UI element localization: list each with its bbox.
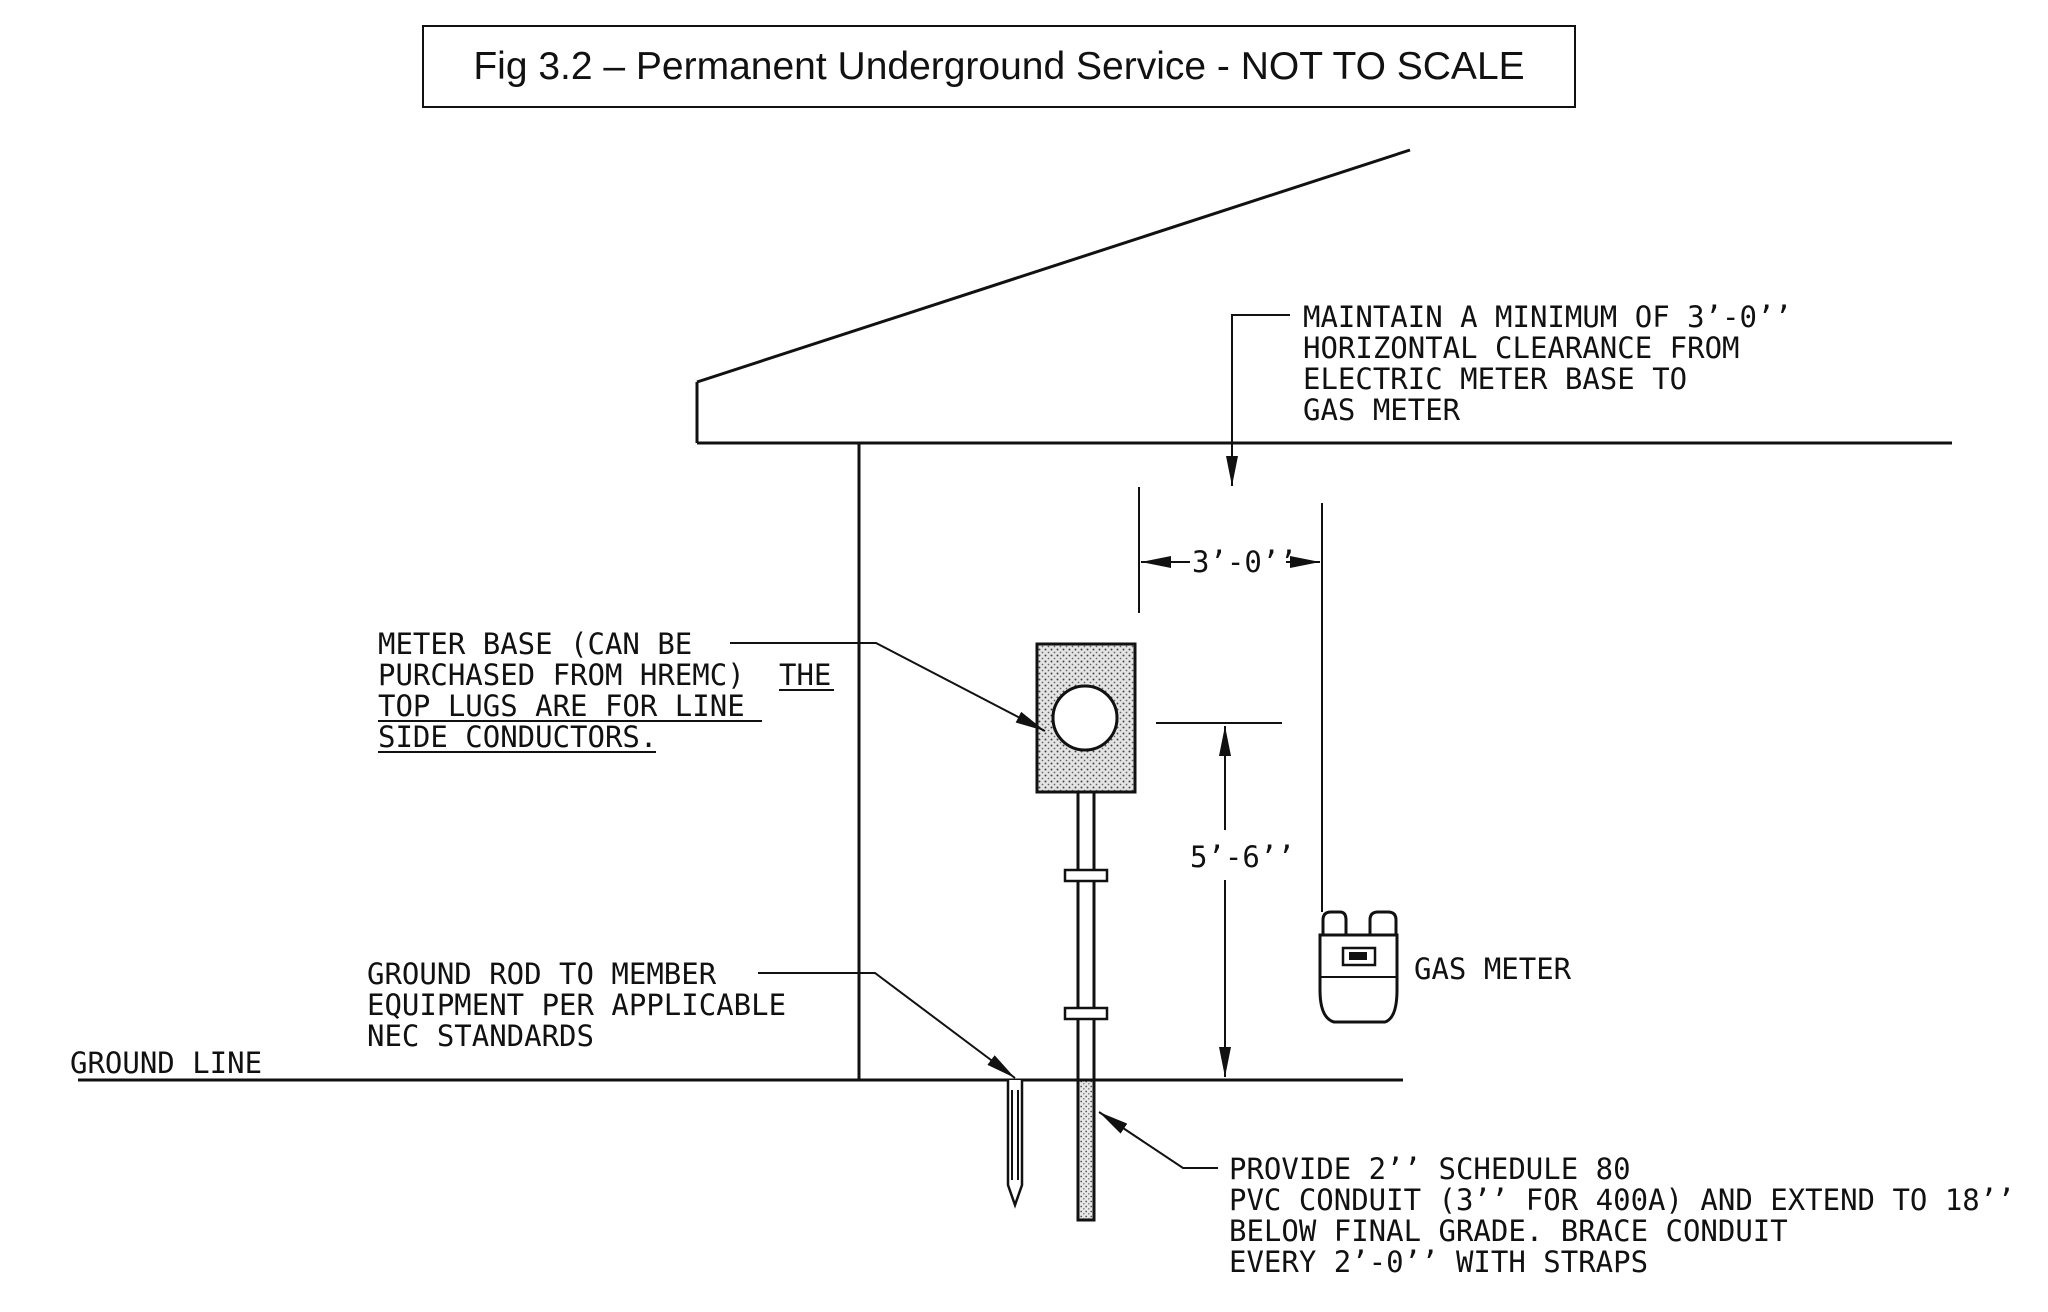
conduit-note-line-1: PROVIDE 2’’ SCHEDULE 80 (1229, 1152, 1631, 1186)
conduit-note-line-3: BELOW FINAL GRADE. BRACE CONDUIT (1229, 1214, 1788, 1248)
clearance-leader (1226, 314, 1290, 486)
meter-base-note-line-1: METER BASE (CAN BE (378, 627, 692, 661)
conduit-leader (1098, 1111, 1218, 1169)
meter-base-note-line-2b: THE (779, 658, 831, 692)
gas-meter-label: GAS METER (1414, 952, 1572, 986)
clearance-note-line-3: ELECTRIC METER BASE TO (1303, 362, 1687, 396)
ground-rod-note-line-2: EQUIPMENT PER APPLICABLE (367, 988, 786, 1022)
gas-meter-icon (1318, 910, 1399, 1024)
clearance-note: MAINTAIN A MINIMUM OF 3’-0’’ HORIZONTAL … (1226, 300, 1792, 486)
meter-base-note-line-2: PURCHASED FROM HREMC) (378, 658, 745, 692)
meter-base-note-line-3: TOP LUGS ARE FOR LINE (378, 689, 745, 723)
conduit (1063, 790, 1109, 1222)
ground-rod-note-line-3: NEC STANDARDS (367, 1019, 594, 1053)
conduit-note: PROVIDE 2’’ SCHEDULE 80 PVC CONDUIT (3’’… (1098, 1111, 2015, 1279)
conduit-strap-lower (1063, 1006, 1109, 1021)
meter-base-note-line-4: SIDE CONDUCTORS. (378, 720, 657, 754)
horizontal-clearance-dimension: 3’-0’’ (1138, 487, 1323, 912)
vertical-dimension-label: 5’-6’’ (1190, 840, 1295, 874)
meter-base-leader (730, 642, 1046, 732)
clearance-note-line-1: MAINTAIN A MINIMUM OF 3’-0’’ (1303, 300, 1792, 334)
figure-title: Fig 3.2 – Permanent Underground Service … (422, 25, 1576, 108)
conduit-above-grade (1076, 790, 1096, 1082)
ground-rod-note: GROUND ROD TO MEMBER EQUIPMENT PER APPLI… (367, 957, 1016, 1079)
conduit-below-grade (1076, 1078, 1096, 1222)
clearance-note-line-4: GAS METER (1303, 393, 1461, 427)
conduit-strap-upper (1063, 868, 1109, 883)
meter-base (1035, 642, 1137, 794)
ground-rod-leader (758, 972, 1016, 1079)
clearance-note-line-2: HORIZONTAL CLEARANCE FROM (1303, 331, 1740, 365)
meter-base-note: METER BASE (CAN BE PURCHASED FROM HREMC)… (378, 627, 1046, 754)
ground-rod-note-line-1: GROUND ROD TO MEMBER (367, 957, 717, 991)
horizontal-dimension-label: 3’-0’’ (1192, 545, 1297, 579)
conduit-note-line-4: EVERY 2’-0’’ WITH STRAPS (1229, 1245, 1648, 1279)
roof-slope-line (696, 148, 1411, 384)
conduit-note-line-2: PVC CONDUIT (3’’ FOR 400A) AND EXTEND TO… (1229, 1183, 2015, 1217)
vertical-height-dimension: 5’-6’’ (1156, 722, 1295, 1077)
ground-rod-shape (1006, 1080, 1024, 1209)
ground-rod (1006, 1080, 1024, 1209)
meter-glass-circle (1051, 684, 1119, 752)
ground-line-label: GROUND LINE (70, 1046, 262, 1080)
